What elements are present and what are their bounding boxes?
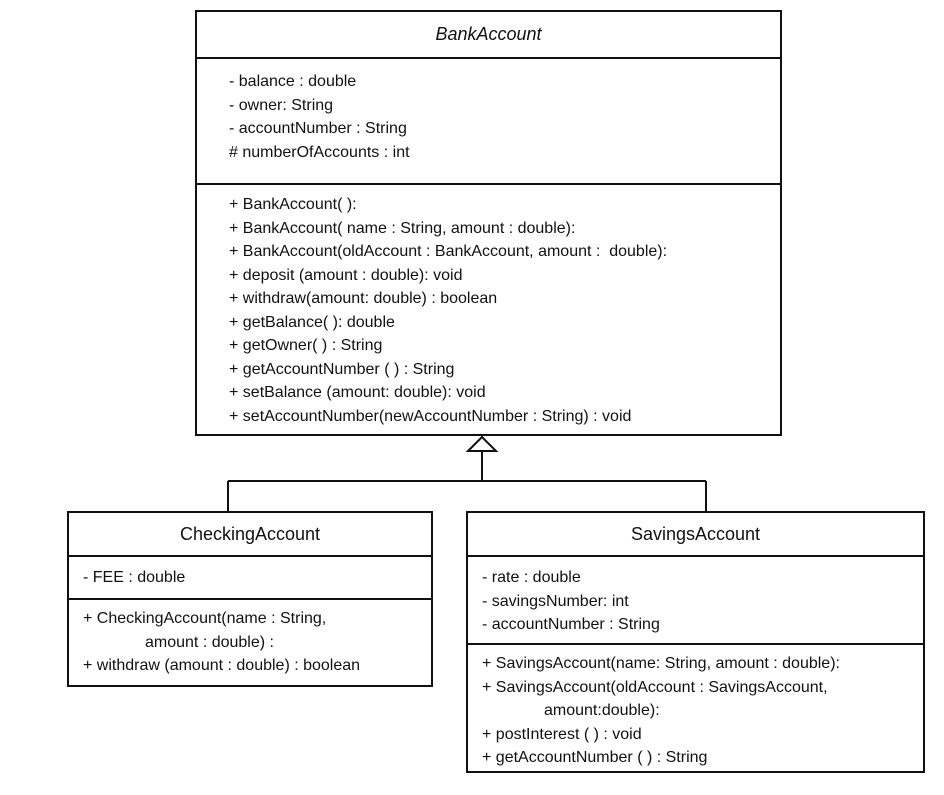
method-line: + getAccountNumber ( ) : String bbox=[229, 360, 455, 378]
savings-account-methods: + SavingsAccount(name: String, amount : … bbox=[468, 645, 923, 770]
checking-account-methods: + CheckingAccount(name : String, amount … bbox=[69, 600, 431, 678]
bank-account-attributes: - balance : double - owner: String - acc… bbox=[197, 59, 780, 185]
generalization-arrowhead bbox=[465, 435, 499, 452]
method-line: + postInterest ( ) : void bbox=[482, 725, 642, 743]
checking-account-class: CheckingAccount - FEE : double + Checkin… bbox=[67, 511, 433, 687]
method-line: + BankAccount( name : String, amount : d… bbox=[229, 219, 576, 237]
attribute-line: # numberOfAccounts : int bbox=[229, 143, 410, 161]
method-line: + SavingsAccount(oldAccount : SavingsAcc… bbox=[482, 678, 828, 696]
method-line: + getAccountNumber ( ) : String bbox=[482, 749, 708, 766]
checking-account-class-name: CheckingAccount bbox=[69, 513, 431, 557]
method-line: + BankAccount( ): bbox=[229, 196, 357, 213]
method-line: + BankAccount(oldAccount : BankAccount, … bbox=[229, 243, 668, 260]
method-line: + getBalance( ): double bbox=[229, 313, 395, 331]
method-line: + setAccountNumber(newAccountNumber : St… bbox=[229, 407, 632, 425]
bank-account-class-name: BankAccount bbox=[197, 12, 780, 59]
savings-account-class: SavingsAccount - rate : double - savings… bbox=[466, 511, 925, 773]
attribute-line: - accountNumber : String bbox=[229, 120, 407, 137]
method-line: + deposit (amount : double): void bbox=[229, 266, 463, 284]
attribute-line: - balance : double bbox=[229, 73, 357, 90]
method-line: + withdraw(amount: double) : boolean bbox=[229, 290, 498, 307]
method-line: + setBalance (amount: double): void bbox=[229, 384, 486, 401]
method-line: + CheckingAccount(name : String, bbox=[83, 610, 327, 627]
bank-account-methods: + BankAccount( ): + BankAccount( name : … bbox=[197, 185, 780, 428]
attribute-line: - savingsNumber: int bbox=[482, 592, 629, 610]
method-line: + getOwner( ) : String bbox=[229, 337, 383, 354]
method-line-continuation: amount:double): bbox=[544, 702, 660, 719]
attribute-line: - accountNumber : String bbox=[482, 616, 660, 633]
checking-account-attributes: - FEE : double bbox=[69, 557, 431, 600]
method-line-continuation: amount : double) : bbox=[145, 633, 274, 651]
savings-account-attributes: - rate : double - savingsNumber: int - a… bbox=[468, 557, 923, 645]
savings-account-class-name: SavingsAccount bbox=[468, 513, 923, 557]
attribute-line: - owner: String bbox=[229, 96, 334, 114]
bank-account-class: BankAccount - balance : double - owner: … bbox=[195, 10, 782, 436]
method-line: + SavingsAccount(name: String, amount : … bbox=[482, 655, 840, 672]
attribute-line: - rate : double bbox=[482, 569, 581, 586]
attribute-line: - FEE : double bbox=[83, 569, 186, 586]
method-line: + withdraw (amount : double) : boolean bbox=[83, 657, 361, 674]
